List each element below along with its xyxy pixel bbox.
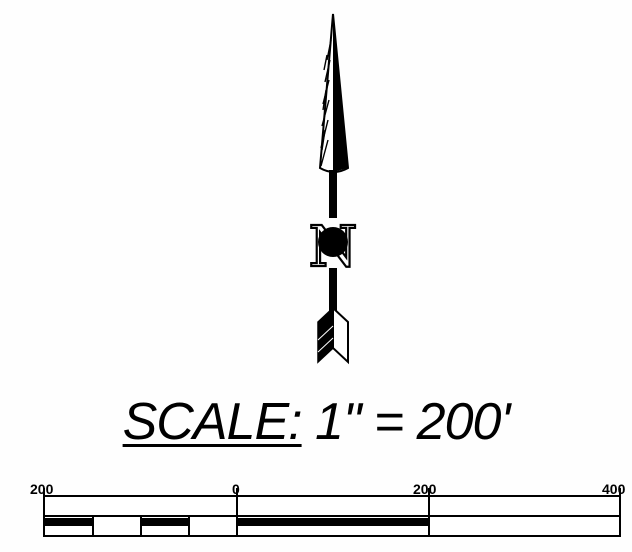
scale-tick-400: 400 bbox=[602, 481, 626, 497]
scale-tick-right-200: 200 bbox=[413, 481, 437, 497]
svg-text:N: N bbox=[309, 215, 358, 280]
north-arrow-tail bbox=[317, 305, 349, 365]
scale-tick-left-200: 200 bbox=[30, 481, 54, 497]
scale-title: SCALE: 1" = 200' bbox=[0, 392, 632, 452]
north-arrow-head bbox=[318, 13, 350, 173]
north-arrow-shaft-top bbox=[329, 170, 337, 218]
north-letter: N bbox=[307, 214, 358, 281]
scale-title-value: 1" = 200' bbox=[301, 393, 510, 451]
scale-tick-0: 0 bbox=[232, 481, 240, 497]
north-arrow-hub bbox=[318, 227, 348, 257]
scale-title-prefix: SCALE: bbox=[122, 393, 303, 451]
scale-bar bbox=[43, 488, 621, 537]
north-arrow-shaft-bottom bbox=[329, 268, 337, 316]
